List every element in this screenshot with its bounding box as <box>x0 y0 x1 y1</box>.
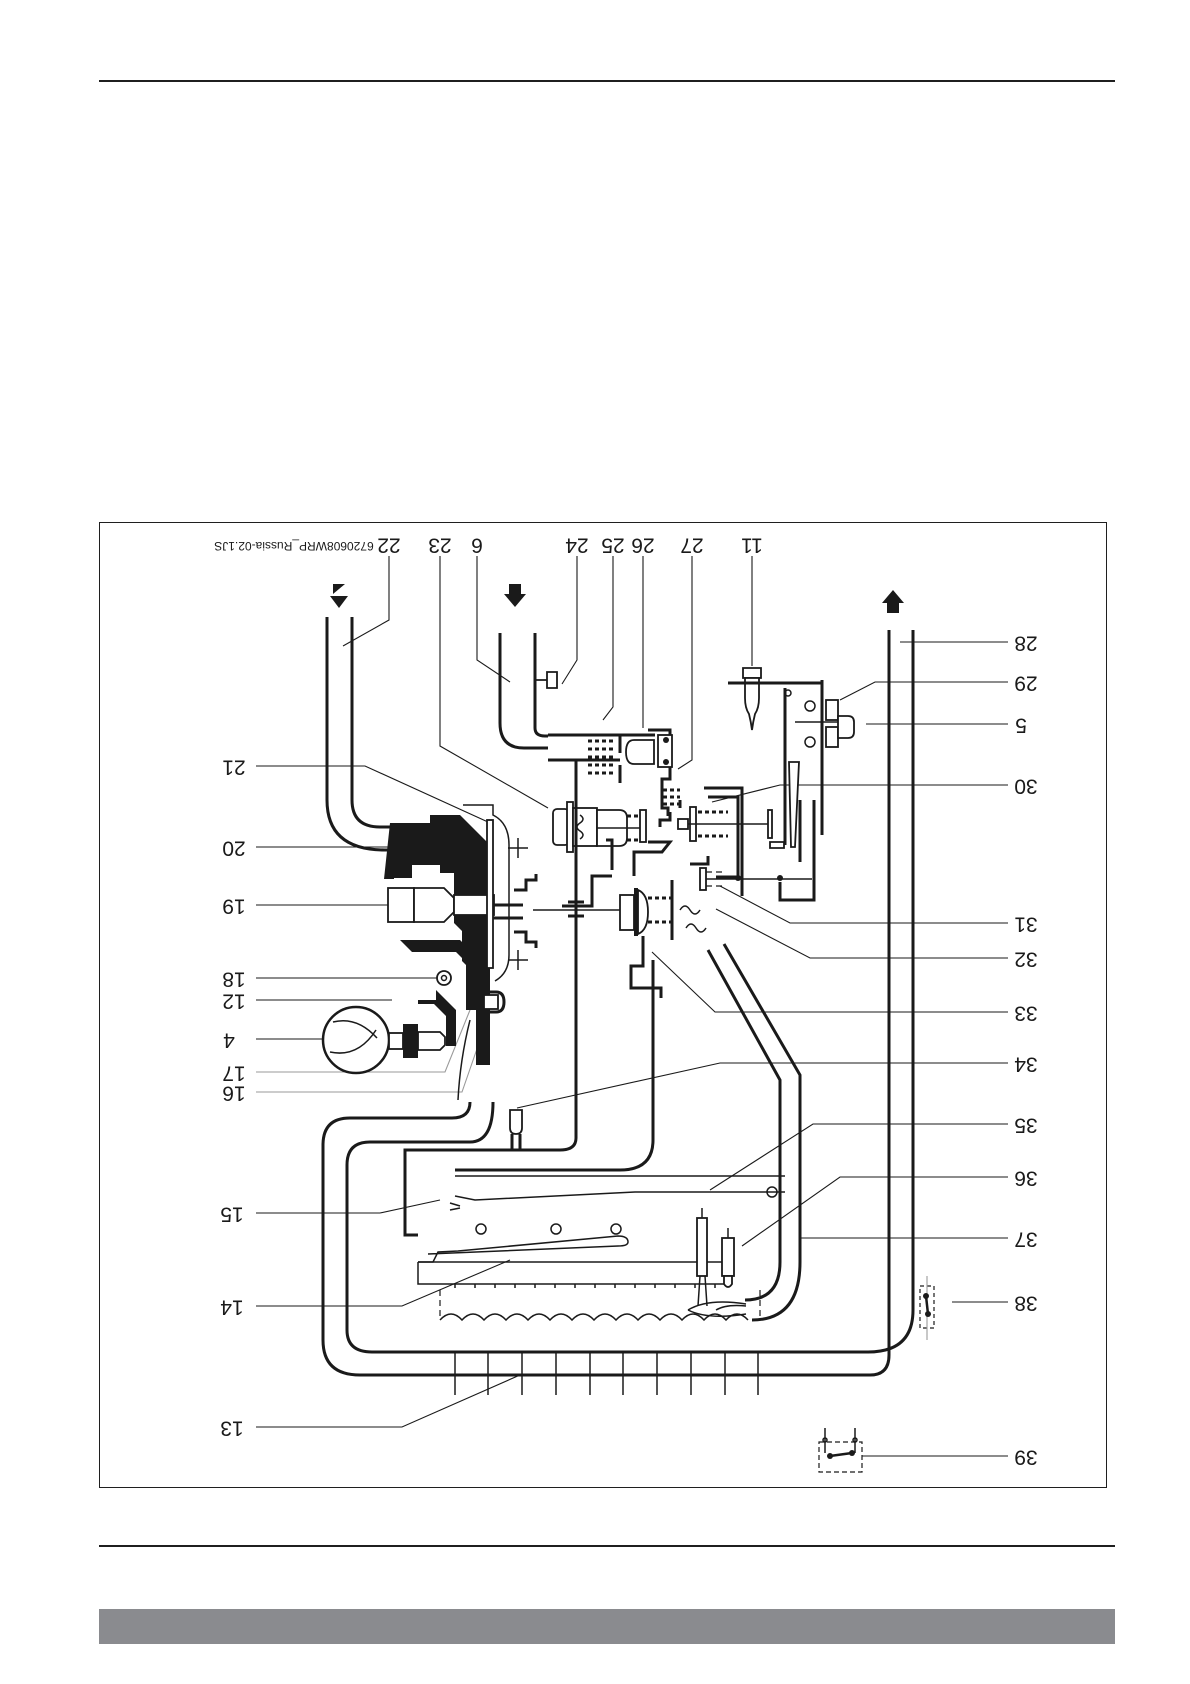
cold-water-inlet-pipe <box>325 617 395 852</box>
label-6: 6 <box>471 533 483 556</box>
label-11: 11 <box>741 533 763 556</box>
label-5: 5 <box>1015 713 1027 736</box>
overheat-switch <box>818 1428 863 1473</box>
top-labels: 6720608WRP_Russia-02.1JS 22 23 6 24 25 2… <box>214 533 763 556</box>
temperature-selector <box>321 1005 446 1075</box>
gas-inlet-pipe <box>498 633 558 750</box>
down-arrow-icon <box>330 584 348 608</box>
flue-gas-switch <box>919 1276 935 1340</box>
main-burner <box>403 960 785 1322</box>
footer-rule <box>99 1545 1115 1547</box>
label-39: 39 <box>1014 1445 1037 1468</box>
gas-filter-screen <box>588 739 616 775</box>
label-26: 26 <box>631 533 654 556</box>
flow-arrows <box>330 584 904 613</box>
label-33: 33 <box>1014 1001 1037 1024</box>
label-21: 21 <box>222 755 245 778</box>
label-17: 17 <box>222 1061 245 1084</box>
pilot-burner-assembly <box>728 667 855 862</box>
gas-valve-body <box>533 728 816 1110</box>
label-38: 38 <box>1014 1291 1037 1314</box>
down-arrow-icon <box>504 584 526 607</box>
up-arrow-icon <box>882 590 904 613</box>
figure-frame <box>99 522 1107 1488</box>
hot-water-outlet-pipe <box>887 630 920 1262</box>
label-24: 24 <box>565 533 589 556</box>
exchanger-fins <box>454 1352 759 1395</box>
label-15: 15 <box>220 1202 243 1225</box>
label-32: 32 <box>1014 947 1037 970</box>
label-18: 18 <box>222 967 245 990</box>
label-25: 25 <box>601 533 624 556</box>
label-13: 13 <box>220 1416 243 1439</box>
label-30: 30 <box>1014 774 1037 797</box>
label-34: 34 <box>1014 1052 1038 1075</box>
label-12: 12 <box>222 989 245 1012</box>
label-28: 28 <box>1014 631 1037 654</box>
label-4: 4 <box>223 1028 235 1051</box>
temperature-sensor-connector <box>457 990 506 1101</box>
diaphragm-housing <box>463 804 538 982</box>
label-19: 19 <box>222 894 245 917</box>
label-36: 36 <box>1014 1166 1037 1189</box>
right-labels: 28 29 5 30 31 32 33 34 35 36 37 38 39 <box>1014 631 1038 1468</box>
label-14: 14 <box>220 1295 244 1318</box>
footer-bar <box>99 1609 1115 1644</box>
label-35: 35 <box>1014 1113 1037 1136</box>
label-16: 16 <box>222 1081 245 1104</box>
label-29: 29 <box>1014 671 1037 694</box>
gas-secondary-screen <box>663 788 680 806</box>
label-31: 31 <box>1014 912 1037 935</box>
header-rule <box>99 80 1115 82</box>
water-filter-screen <box>408 834 450 856</box>
leader-lines <box>256 556 1008 1457</box>
heat-exchanger <box>321 943 915 1395</box>
left-labels: 21 20 19 18 12 4 17 16 15 14 13 <box>220 755 246 1439</box>
water-valve-body <box>384 815 495 1065</box>
label-37: 37 <box>1014 1227 1037 1250</box>
label-27: 27 <box>680 533 703 556</box>
label-23: 23 <box>428 533 451 556</box>
label-20: 20 <box>222 836 245 859</box>
label-22: 22 <box>377 533 400 556</box>
figure-code: 6720608WRP_Russia-02.1JS <box>214 539 373 553</box>
